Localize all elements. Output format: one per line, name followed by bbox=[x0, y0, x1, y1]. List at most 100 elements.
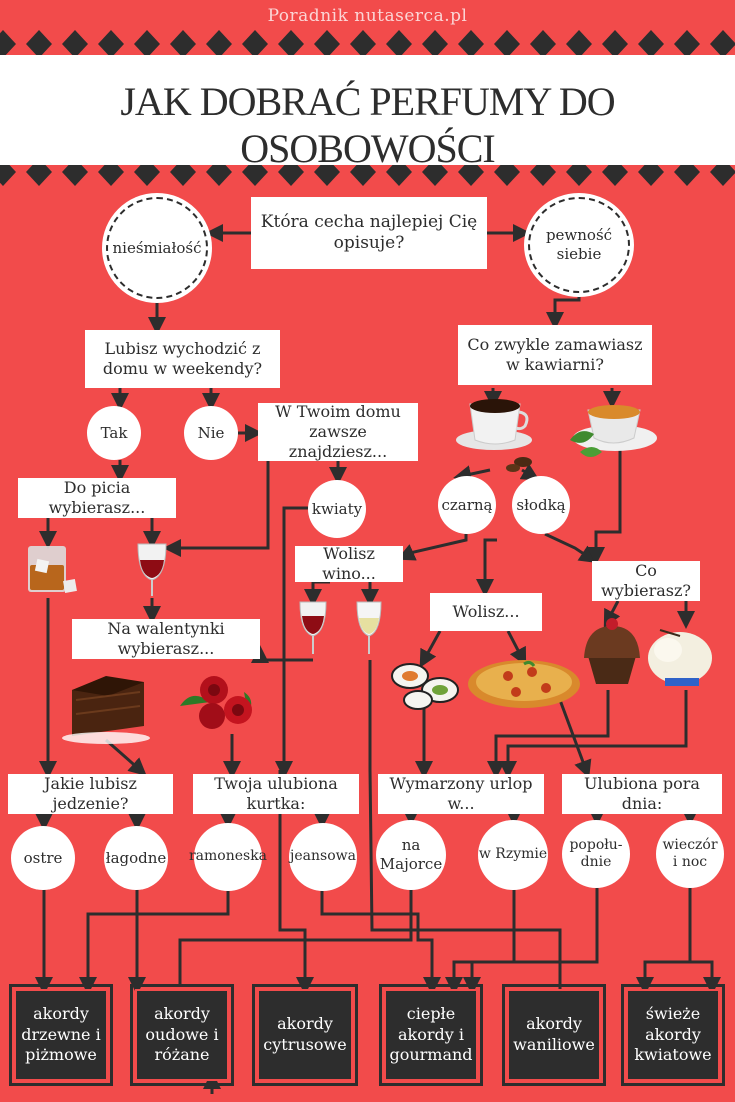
diamond-shape bbox=[170, 158, 196, 186]
diamond-shape bbox=[638, 30, 664, 58]
result-woody-musk: akordy drzewne i piżmowe bbox=[9, 984, 113, 1086]
connector bbox=[79, 891, 230, 995]
connector bbox=[419, 630, 442, 668]
connector bbox=[275, 506, 308, 779]
diamond-shape bbox=[278, 158, 304, 186]
answer-no: Nie bbox=[184, 406, 238, 460]
choose-question: Co wybierasz? bbox=[592, 561, 700, 601]
connector bbox=[476, 538, 497, 597]
diamond-shape bbox=[530, 30, 556, 58]
diamond-shape bbox=[458, 158, 484, 186]
diamond-shape bbox=[566, 158, 592, 186]
diamond-shape bbox=[386, 30, 412, 58]
diamond-shape bbox=[278, 30, 304, 58]
weekend-question: Lubisz wychodzić z domu w weekendy? bbox=[85, 330, 280, 388]
valentine-question: Na walentynki wybierasz... bbox=[72, 619, 260, 659]
diamond-shape bbox=[134, 30, 160, 58]
answer-yes: Tak bbox=[87, 406, 141, 460]
connector bbox=[396, 534, 468, 561]
diamond-shape bbox=[26, 158, 52, 186]
diamond-shape bbox=[170, 30, 196, 58]
connector bbox=[368, 660, 562, 990]
result-citrus: akordy cytrusowe bbox=[252, 984, 358, 1086]
connector bbox=[453, 465, 491, 483]
diamond-shape bbox=[26, 30, 52, 58]
diamond-border-top bbox=[0, 30, 735, 58]
diamond-shape bbox=[62, 30, 88, 58]
connector bbox=[251, 645, 313, 663]
answer-rome: w Rzymie bbox=[478, 820, 548, 890]
diamond-shape bbox=[458, 30, 484, 58]
cafe-question: Co zwykle zamawiasz w kawiarni? bbox=[458, 325, 652, 385]
connector bbox=[463, 888, 599, 995]
diamond-shape bbox=[530, 158, 556, 186]
diamond-shape bbox=[206, 158, 232, 186]
connector bbox=[278, 770, 314, 995]
answer-evening: wieczór i noc bbox=[656, 820, 724, 888]
connector bbox=[445, 890, 516, 995]
connector bbox=[587, 440, 622, 565]
diamond-shape bbox=[494, 158, 520, 186]
drink-question: Do picia wybierasz... bbox=[18, 478, 176, 518]
connector bbox=[546, 293, 581, 330]
answer-afternoon: popołu-dnie bbox=[562, 820, 630, 888]
diamond-shape bbox=[98, 158, 124, 186]
connector bbox=[603, 600, 621, 628]
connector bbox=[178, 890, 413, 986]
answer-spicy: ostre bbox=[11, 826, 75, 890]
wine-question: Wolisz wino... bbox=[295, 544, 403, 583]
connector bbox=[636, 888, 692, 995]
top-bar: Poradnik nutaserca.pl bbox=[0, 0, 735, 36]
diamond-shape bbox=[494, 30, 520, 58]
result-floral: świeże akordy kwiatowe bbox=[621, 984, 725, 1086]
diamond-shape bbox=[314, 158, 340, 186]
diamond-shape bbox=[350, 158, 376, 186]
diamond-shape bbox=[0, 30, 16, 58]
diamond-shape bbox=[98, 30, 124, 58]
jacket-question: Twoja ulubiona kurtka: bbox=[193, 774, 359, 814]
answer-black: czarną bbox=[438, 476, 496, 534]
diamond-shape bbox=[422, 158, 448, 186]
home-question: W Twoim domu zawsze znajdziesz... bbox=[258, 402, 418, 461]
connector bbox=[304, 580, 330, 607]
result-vanilla: akordy waniliowe bbox=[502, 984, 606, 1086]
diamond-shape bbox=[674, 158, 700, 186]
connector bbox=[690, 960, 721, 995]
answer-shy: nieśmiałość bbox=[106, 197, 208, 299]
result-oud-rose: akordy oudowe i różane bbox=[130, 984, 234, 1086]
start-question: Która cecha najlepiej Cię opisuje? bbox=[251, 197, 487, 269]
diamond-shape bbox=[602, 158, 628, 186]
diamond-shape bbox=[242, 158, 268, 186]
title-band bbox=[0, 55, 735, 165]
diamond-shape bbox=[134, 158, 160, 186]
answer-confident: pewność siebie bbox=[528, 197, 630, 293]
answer-sweet: słodką bbox=[512, 476, 570, 534]
diamond-shape bbox=[638, 158, 664, 186]
diamond-shape bbox=[710, 30, 735, 58]
connector bbox=[163, 461, 270, 557]
diamond-shape bbox=[566, 30, 592, 58]
diamond-shape bbox=[0, 158, 16, 186]
diamond-shape bbox=[206, 30, 232, 58]
diamond-shape bbox=[674, 30, 700, 58]
connector bbox=[105, 738, 147, 776]
brand-text: Poradnik nutaserca.pl bbox=[267, 6, 468, 26]
connector bbox=[519, 463, 540, 481]
diamond-shape bbox=[350, 30, 376, 58]
diamond-shape bbox=[386, 158, 412, 186]
connector bbox=[506, 630, 527, 666]
answer-flowers: kwiaty bbox=[308, 480, 366, 538]
diamond-border-bottom bbox=[0, 158, 735, 186]
diamond-shape bbox=[62, 158, 88, 186]
connector bbox=[320, 891, 441, 995]
connector bbox=[544, 532, 598, 563]
diamond-shape bbox=[242, 30, 268, 58]
result-gourmand: ciepłe akordy i gourmand bbox=[379, 984, 483, 1086]
diamond-shape bbox=[710, 158, 735, 186]
connector bbox=[487, 690, 610, 779]
diamond-shape bbox=[314, 30, 340, 58]
holiday-question: Wymarzony urlop w... bbox=[378, 774, 544, 814]
daytime-question: Ulubiona pora dnia: bbox=[562, 774, 722, 814]
answer-denim: jeansowa bbox=[289, 823, 357, 891]
